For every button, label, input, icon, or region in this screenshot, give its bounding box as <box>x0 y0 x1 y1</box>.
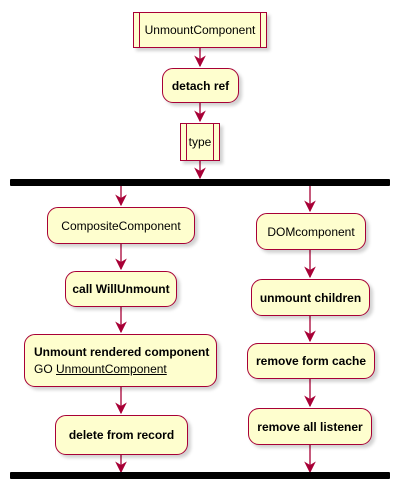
composite-component-action: CompositeComponent <box>47 207 195 244</box>
remove-form-cache-action: remove form cache <box>247 343 375 379</box>
unmount-component-link[interactable]: UnmountComponent <box>56 362 167 376</box>
detach-ref-action: detach ref <box>162 68 239 103</box>
detach-ref-label: detach ref <box>171 78 230 93</box>
dom-component-label: DOMcomponent <box>267 224 355 239</box>
composite-component-label: CompositeComponent <box>61 218 181 233</box>
fork-bar <box>10 179 390 186</box>
go-prefix: GO <box>34 362 53 376</box>
unmount-component-subprocess: UnmountComponent <box>133 12 267 48</box>
call-will-unmount-label: call WillUnmount <box>72 282 170 296</box>
unmount-rendered-component-action: Unmount rendered component GO UnmountCom… <box>24 334 217 387</box>
unmount-rendered-go-line: GO UnmountComponent <box>34 362 167 376</box>
unmount-component-label: UnmountComponent <box>144 23 256 37</box>
remove-all-listener-action: remove all listener <box>248 408 372 445</box>
unmount-children-label: unmount children <box>259 290 362 305</box>
unmount-rendered-title: Unmount rendered component <box>34 345 210 359</box>
join-bar <box>10 472 390 479</box>
delete-from-record-label: delete from record <box>68 428 175 442</box>
type-subprocess: type <box>180 123 220 161</box>
remove-form-cache-label: remove form cache <box>255 354 367 368</box>
remove-all-listener-label: remove all listener <box>257 419 363 434</box>
unmount-children-action: unmount children <box>251 279 370 316</box>
dom-component-action: DOMcomponent <box>256 213 366 250</box>
delete-from-record-action: delete from record <box>55 415 188 455</box>
type-label: type <box>188 135 212 149</box>
call-will-unmount-action: call WillUnmount <box>65 271 177 307</box>
